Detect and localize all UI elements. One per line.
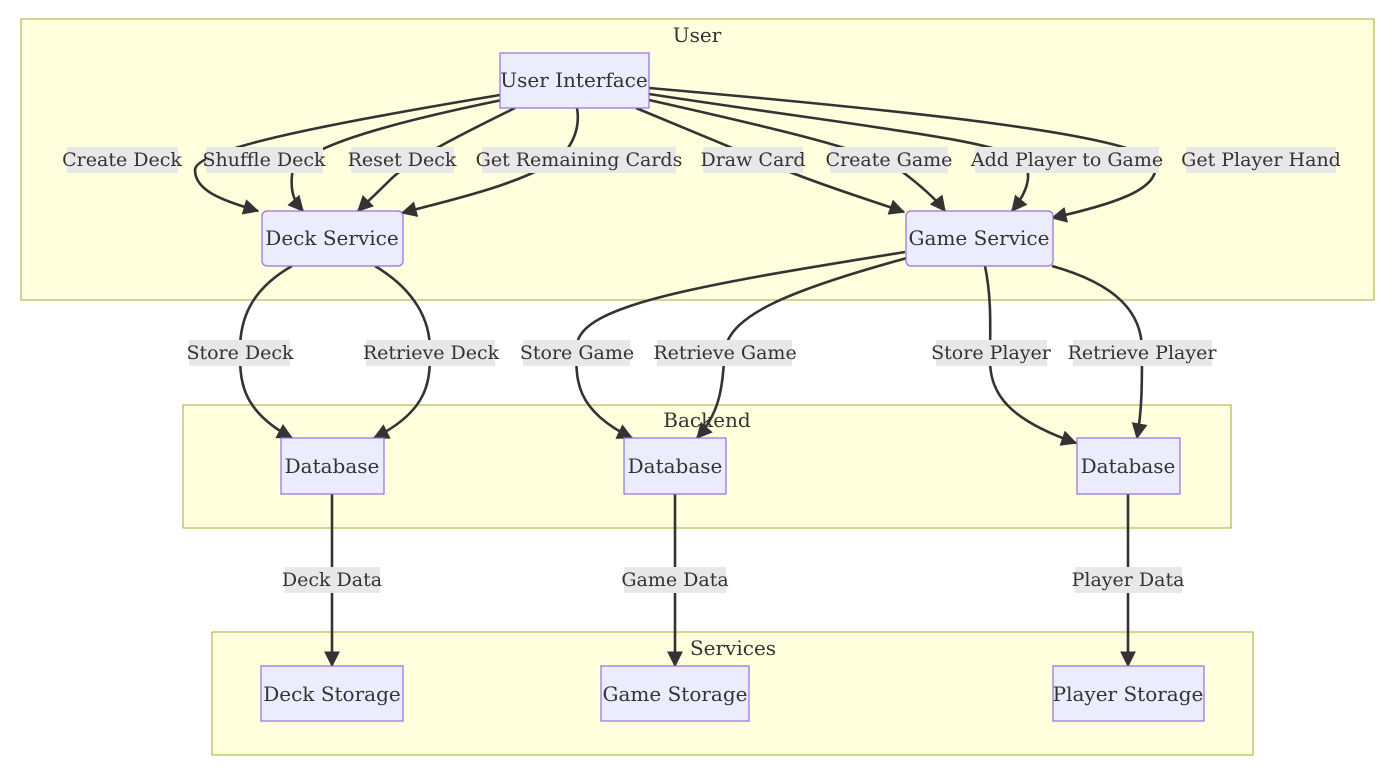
label-shuffle-deck: Shuffle Deck [203,149,326,171]
node-game-storage-label: Game Storage [603,682,748,706]
cluster-backend-title: Backend [663,408,751,432]
node-database-deck-label: Database [285,454,380,478]
node-deck-storage-label: Deck Storage [263,682,400,706]
node-database-player[interactable]: Database [1076,437,1181,495]
node-user-interface[interactable]: User Interface [499,52,650,109]
label-create-game: Create Game [826,149,953,171]
label-draw-card: Draw Card [700,149,805,171]
cluster-user-title: User [673,23,722,47]
label-reset-deck: Reset Deck [348,149,457,171]
label-store-player: Store Player [931,342,1052,364]
edge-get-player-hand [648,86,1157,223]
node-database-game[interactable]: Database [623,437,727,495]
node-player-storage[interactable]: Player Storage [1052,665,1205,722]
node-deck-storage[interactable]: Deck Storage [260,665,404,722]
label-retrieve-deck: Retrieve Deck [363,342,500,364]
node-database-game-label: Database [628,454,723,478]
label-store-game: Store Game [520,342,634,364]
edge-retrieve-game [696,256,908,439]
label-add-player: Add Player to Game [970,149,1163,171]
node-game-service-label: Game Service [909,226,1050,250]
label-game-data: Game Data [621,569,728,591]
label-create-deck: Create Deck [62,149,182,171]
edge-store-game [575,250,906,440]
node-deck-service-label: Deck Service [265,226,398,250]
node-user-interface-label: User Interface [500,68,647,92]
node-database-deck[interactable]: Database [280,437,385,495]
node-deck-service[interactable]: Deck Service [261,210,404,267]
edge-add-player [648,92,1030,213]
node-game-storage[interactable]: Game Storage [600,665,750,722]
label-deck-data: Deck Data [282,569,382,591]
label-retrieve-player: Retrieve Player [1068,342,1218,364]
label-get-remaining-cards: Get Remaining Cards [476,149,683,171]
cluster-services-title: Services [690,636,776,660]
label-store-deck: Store Deck [186,342,294,364]
label-get-player-hand: Get Player Hand [1181,149,1341,171]
node-database-player-label: Database [1081,454,1176,478]
label-player-data: Player Data [1072,569,1185,591]
node-player-storage-label: Player Storage [1053,682,1204,706]
node-game-service[interactable]: Game Service [905,210,1054,267]
label-retrieve-game: Retrieve Game [653,342,796,364]
edge-labels: Create Deck Shuffle Deck Reset Deck Get … [62,147,1341,593]
